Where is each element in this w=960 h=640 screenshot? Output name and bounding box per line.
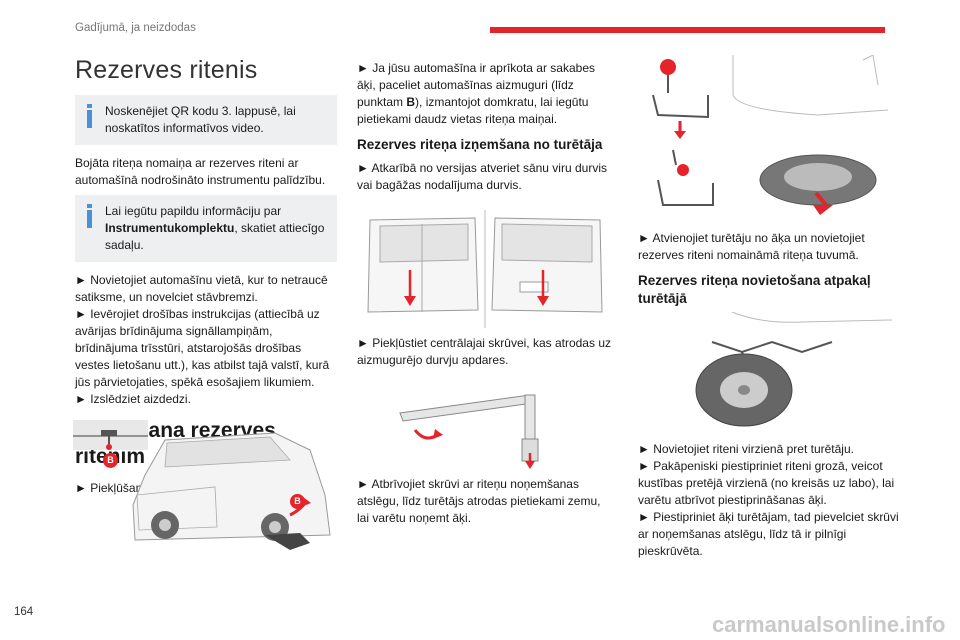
van-rear-illustration xyxy=(125,415,340,565)
page-number: 164 xyxy=(14,606,34,618)
step-position-wheel: ► Novietojiet riteni virzienā pret turēt… xyxy=(638,442,854,456)
towbar-detail-illustration xyxy=(73,420,148,470)
step-loosen-screw: ► Atbrīvojiet skrūvi ar riteņu noņemšana… xyxy=(357,477,601,525)
info-text-qr: Noskenējiet QR kodu 3. lappusē, lai nosk… xyxy=(105,104,296,135)
intro-paragraph: Bojāta riteņa nomaiņa ar rezerves riteni… xyxy=(75,156,326,187)
info-box-qr: Noskenējiet QR kodu 3. lappusē, lai nosk… xyxy=(75,95,337,145)
step-towbar-post: ), izmantojot domkratu, lai iegūtu pieti… xyxy=(357,95,589,126)
step-safety: ► Ievērojiet drošības instrukcijas (atti… xyxy=(75,307,330,389)
step-ignition: ► Izslēdziet aizdedzi. xyxy=(75,392,191,406)
step-towbar-bold: B xyxy=(406,95,416,109)
step-towbar: ► Ja jūsu automašīna ir aprīkota ar saka… xyxy=(357,60,615,128)
section-title: Rezerves ritenis xyxy=(75,56,258,84)
column-2: ► Ja jūsu automašīna ir aprīkota ar saka… xyxy=(357,60,615,200)
step-fit-wheel: ► Pakāpeniski piestipriniet riteni grozā… xyxy=(638,459,895,507)
info-text-tools-post: , skatiet attiecīgo sadaļu. xyxy=(105,221,325,252)
step-open-doors: ► Atkarībā no versijas atveriet sānu vir… xyxy=(357,161,607,192)
watermark: carmanualsonline.info xyxy=(712,612,946,637)
chapter-header: Gadījumā, ja neizdodas xyxy=(75,22,196,34)
column-2-bottom: ► Atbrīvojiet skrūvi ar riteņu noņemšana… xyxy=(357,476,615,533)
info-text-tools-pre: Lai iegūtu papildu informāciju par xyxy=(105,204,282,218)
step-tighten: ► Piestipriniet āķi turētājam, tad pieve… xyxy=(638,510,899,558)
section-heading-removal: Rezerves riteņa izņemšana no turētāja xyxy=(357,137,603,152)
info-icon xyxy=(87,104,92,128)
info-text-tools-bold: Instrumentukomplektu xyxy=(105,221,235,235)
step-park: ► Novietojiet automašīnu vietā, kur to n… xyxy=(75,273,328,304)
column-2-lower: ► Piekļūstiet centrālajai skrūvei, kas a… xyxy=(357,335,615,375)
step-central-screw: ► Piekļūstiet centrālajai skrūvei, kas a… xyxy=(357,336,611,367)
badge-b-label: B xyxy=(107,455,114,465)
badge-b-label: B xyxy=(294,496,301,506)
section-heading-refit: Rezerves riteņa novietošana atpakaļ turē… xyxy=(638,273,871,306)
badge-b: B xyxy=(103,453,118,468)
wheel-refit-illustration xyxy=(672,312,892,432)
step-towbar-pre: ► Ja jūsu automašīna ir aprīkota ar saka… xyxy=(357,61,595,109)
wheel-wrench-illustration xyxy=(395,375,565,470)
badge-b: B xyxy=(290,494,305,509)
info-box-tools: Lai iegūtu papildu informāciju par Instr… xyxy=(75,195,337,262)
carrier-detach-illustration xyxy=(638,55,888,220)
column-3-lower: ► Novietojiet riteni virzienā pret turēt… xyxy=(638,441,900,560)
step-detach-carrier: ► Atvienojiet turētāju no āķa un novieto… xyxy=(638,231,865,262)
column-3: ► Atvienojiet turētāju no āķa un novieto… xyxy=(638,230,900,314)
info-icon xyxy=(87,204,92,228)
rear-doors-illustration xyxy=(360,210,610,328)
header-accent-bar xyxy=(490,27,885,33)
